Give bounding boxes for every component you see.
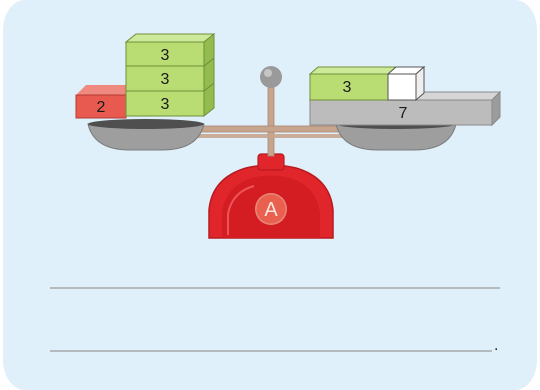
scale-beam [185, 126, 357, 138]
left-block-red-value: 2 [97, 99, 106, 116]
right-block-green-value: 3 [343, 79, 352, 96]
right-block-green: 3 [310, 67, 396, 100]
left-block-green-top-value: 3 [161, 47, 170, 64]
scale-stem [260, 66, 282, 156]
left-block-green-top: 3 [126, 34, 214, 66]
answer-line-2[interactable]: . [50, 337, 498, 354]
left-block-green-bottom-value: 3 [161, 96, 170, 113]
left-block-green-middle-value: 3 [161, 71, 170, 88]
right-block-white [388, 67, 424, 100]
right-block-gray-value: 7 [399, 105, 408, 122]
scale-badge: A [255, 193, 287, 225]
scale-badge-label: A [264, 199, 278, 221]
left-pan [88, 119, 204, 150]
answer-end-mark: . [494, 337, 498, 354]
